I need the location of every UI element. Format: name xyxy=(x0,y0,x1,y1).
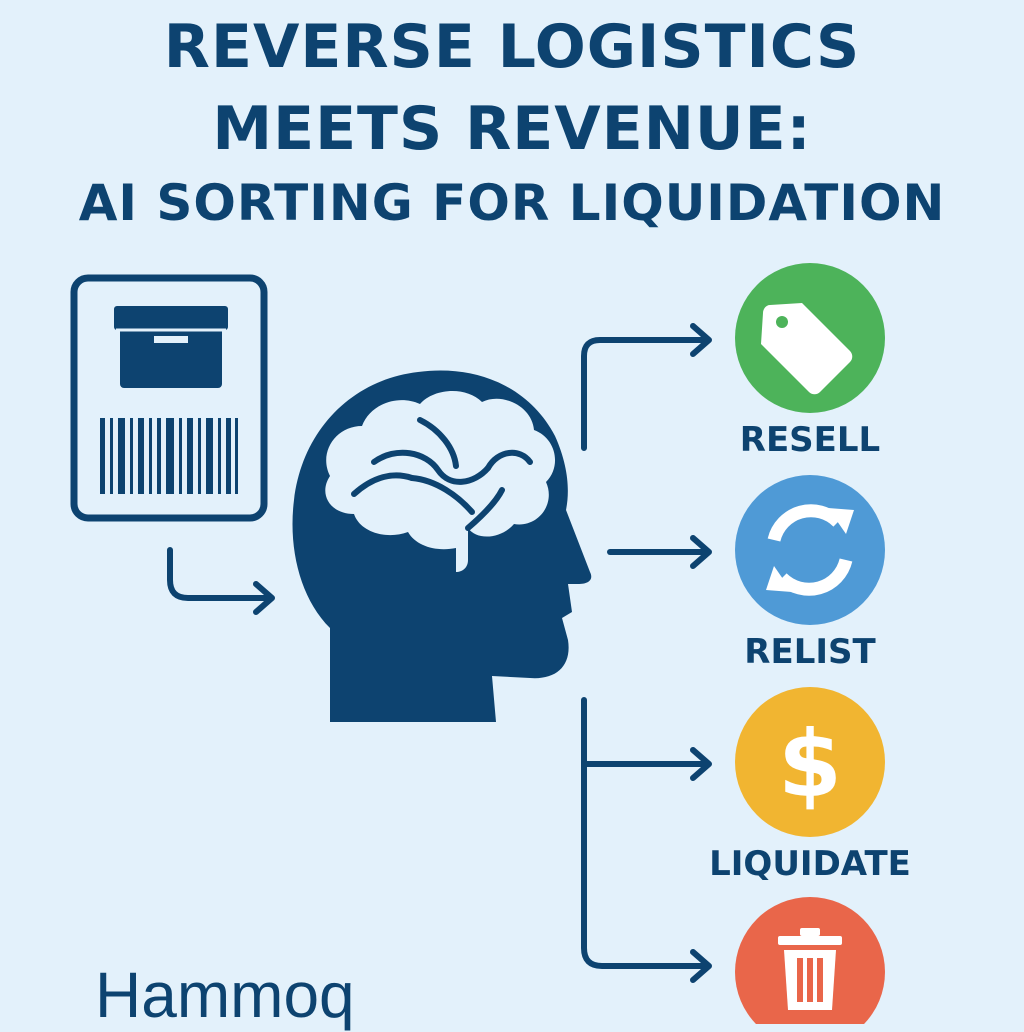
branch-arrows xyxy=(581,323,712,983)
liquidate-circle: $ xyxy=(735,687,885,837)
refresh-icon xyxy=(767,504,853,596)
brand-logo-text: Hammoq xyxy=(95,959,355,1031)
title-line-3: AI SORTING FOR LIQUIDATION xyxy=(78,174,946,232)
liquidate-label: LIQUIDATE xyxy=(709,844,911,884)
arrow-to-relist xyxy=(607,535,712,569)
relist-label: RELIST xyxy=(744,632,876,672)
title-line-2: MEETS REVENUE: xyxy=(212,94,812,164)
barcode-icon xyxy=(100,418,238,494)
tag-icon xyxy=(761,303,853,395)
dollar-icon: $ xyxy=(778,711,842,818)
relist-circle xyxy=(735,475,885,625)
returned-item-card xyxy=(70,274,268,522)
arrow-to-resell xyxy=(581,323,712,451)
resell-label: RESELL xyxy=(739,420,881,460)
package-box-icon xyxy=(114,306,228,388)
trash-icon xyxy=(778,928,842,1010)
input-arrow xyxy=(167,547,275,615)
ai-head-brain-icon xyxy=(292,370,592,722)
discard-circle xyxy=(735,897,885,1024)
arrow-to-liquidate-and-discard xyxy=(581,697,712,983)
title-line-1: REVERSE LOGISTICS xyxy=(163,12,861,82)
resell-circle xyxy=(735,263,885,413)
